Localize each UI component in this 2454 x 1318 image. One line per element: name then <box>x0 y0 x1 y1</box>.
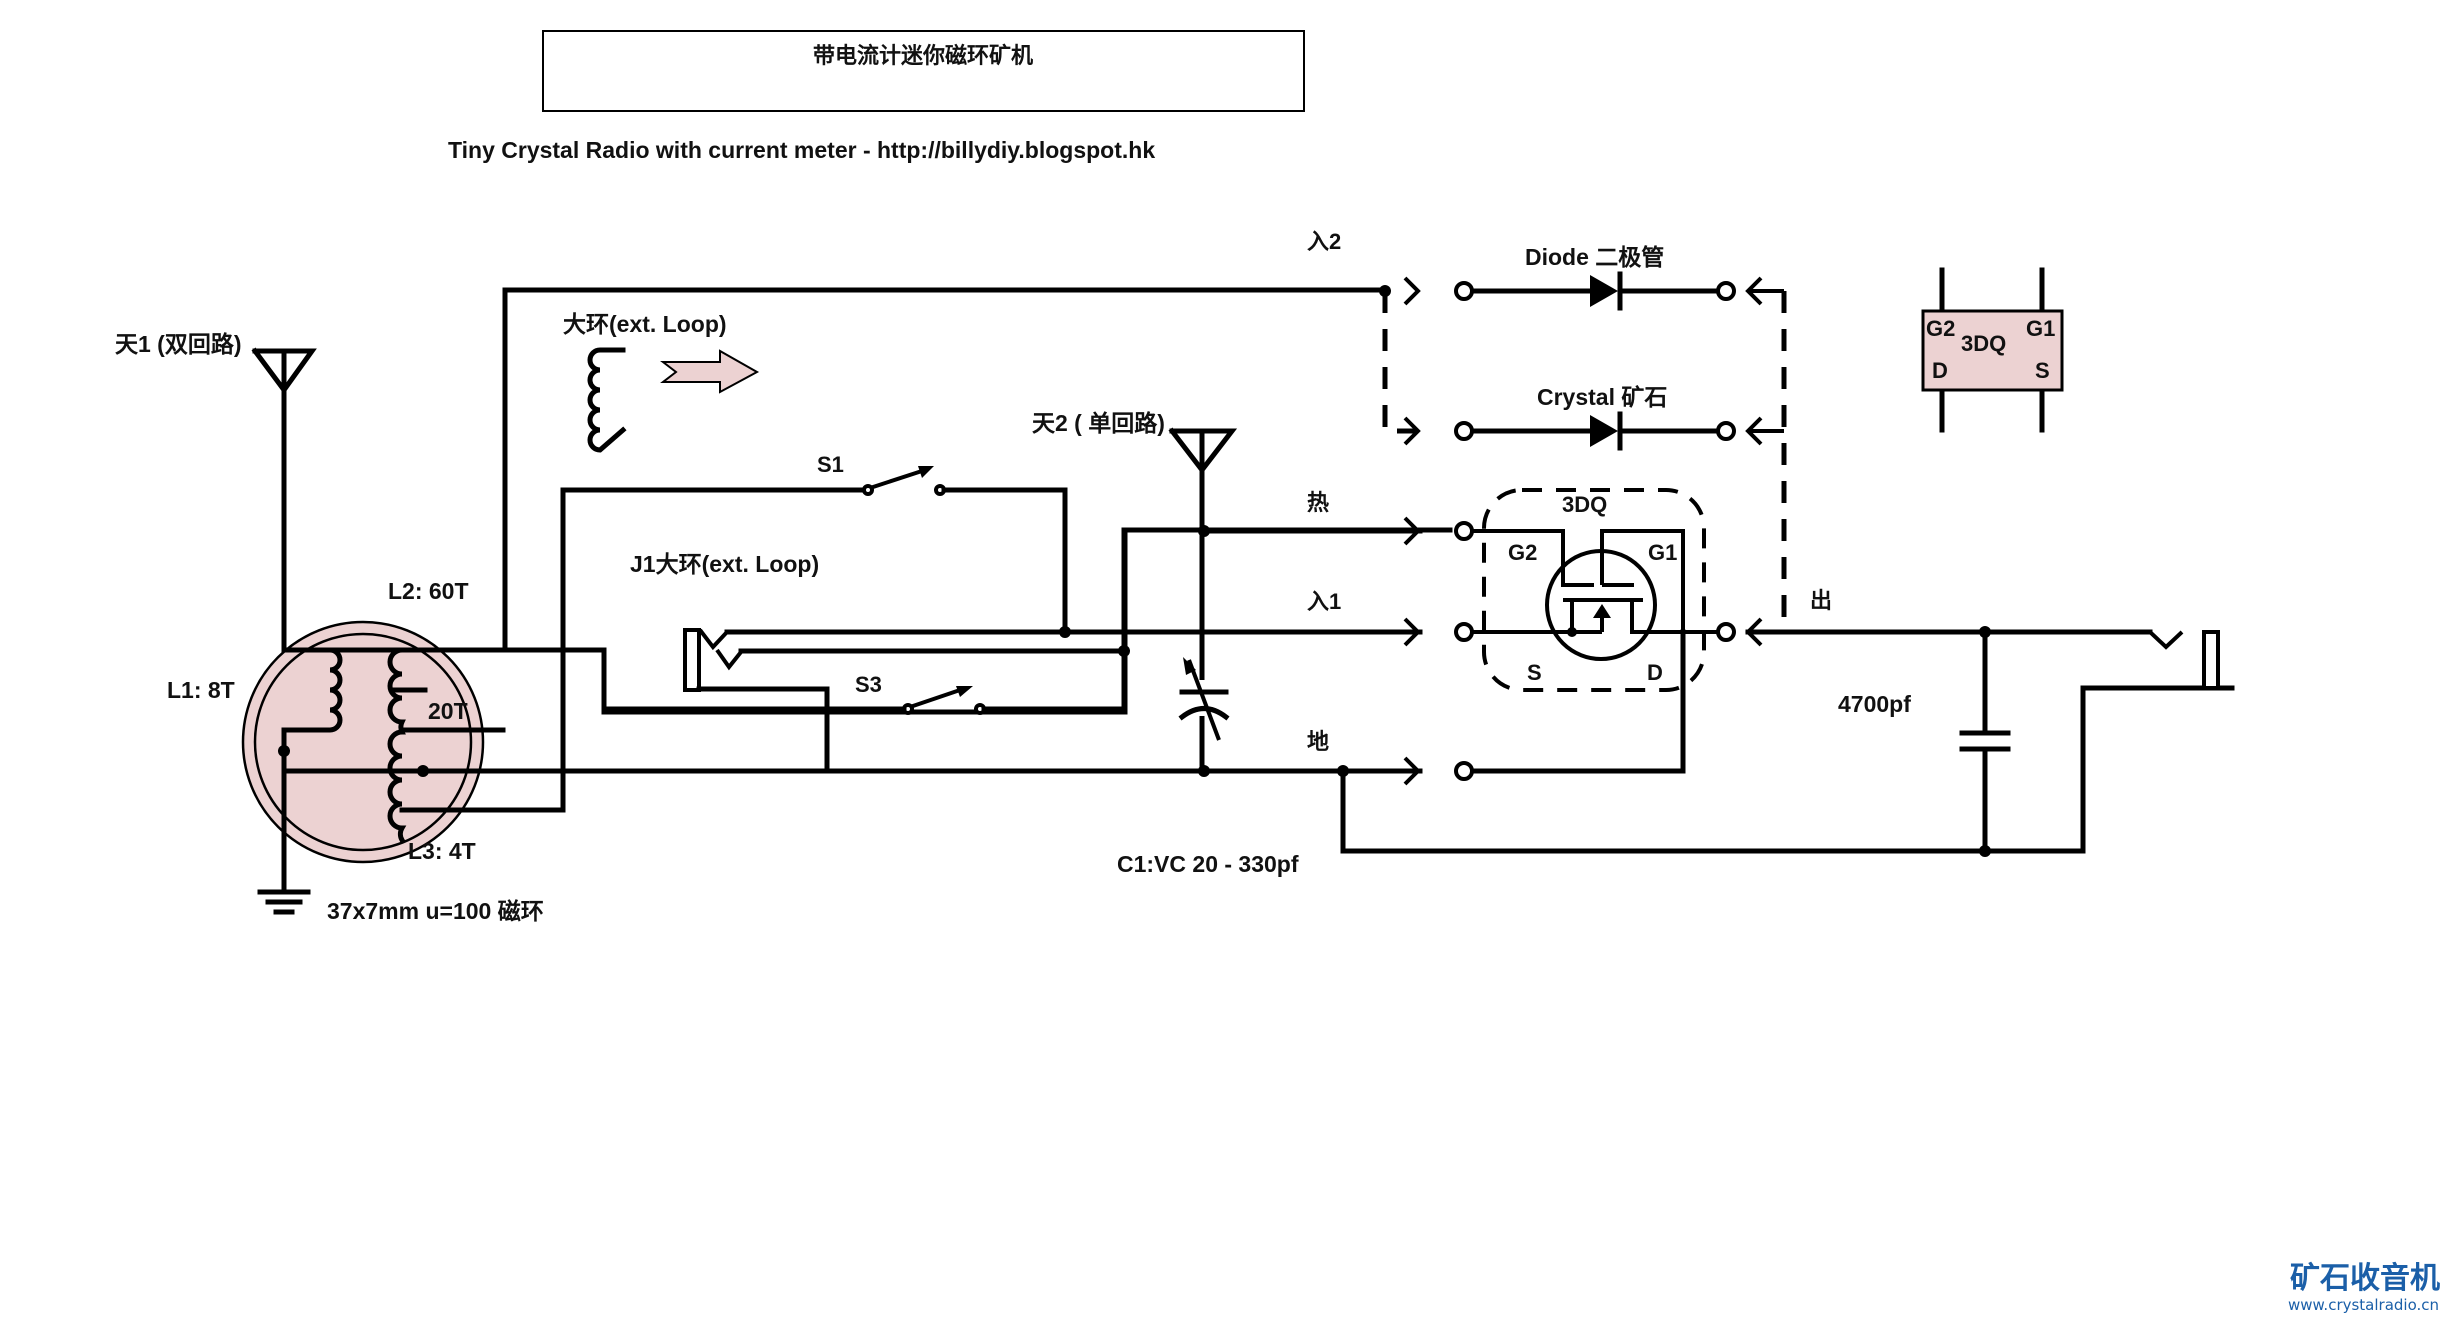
headphone-jack-icon[interactable] <box>2148 630 2220 690</box>
antenna-1-icon <box>251 347 317 653</box>
watermark-cn: 矿石收音机 <box>2290 1261 2440 1296</box>
pinout-s-label: S <box>2035 358 2050 383</box>
port-ground-label: 地 <box>1307 729 1329 754</box>
antenna-2-icon <box>1168 427 1238 774</box>
fet-name-label: 3DQ <box>1562 492 1607 517</box>
switch-s1-icon[interactable] <box>862 466 946 496</box>
fet-g1-label: G1 <box>1648 540 1677 565</box>
diode-label: Diode 二极管 <box>1525 244 1664 270</box>
port-hot-label: 热 <box>1307 490 1329 515</box>
ext-loop-coil-icon <box>587 347 627 453</box>
tap-label: 20T <box>428 698 468 724</box>
jack-j1-icon[interactable] <box>683 628 743 692</box>
arrow-left-1-icon <box>1745 276 1784 306</box>
l1-label: L1: 8T <box>167 677 235 703</box>
port-out-label: 出 <box>1810 588 1832 613</box>
coil-l1-icon <box>281 647 343 733</box>
arrow-in2-icon <box>1403 276 1421 306</box>
arrow-hot-icon <box>1403 516 1421 546</box>
fet-d-label: D <box>1647 660 1663 685</box>
crystal-label: Crystal 矿石 <box>1537 384 1667 410</box>
jack-j1-label: J1大环(ext. Loop) <box>630 551 819 577</box>
port-in2-label: 入2 <box>1307 229 1341 254</box>
fet-pinout-diagram <box>1921 267 2064 433</box>
antenna-1-label: 天1 (双回路) <box>115 331 242 357</box>
output-capacitor-icon[interactable] <box>1959 629 2011 854</box>
crystal-detector-icon[interactable] <box>1454 411 1736 451</box>
antenna-2-label: 天2 ( 单回路) <box>1032 410 1165 436</box>
l3-label: L3: 4T <box>408 838 476 864</box>
pinout-g1-label: G1 <box>2026 316 2055 341</box>
subtitle: Tiny Crystal Radio with current meter - … <box>448 137 1155 163</box>
ferrite-core <box>241 620 485 864</box>
switch-s3-icon[interactable] <box>902 686 986 715</box>
arrow-in1-icon <box>1403 617 1421 647</box>
pinout-name-label: 3DQ <box>1961 331 2006 356</box>
fet-g2-label: G2 <box>1508 540 1537 565</box>
tuning-cap-label: C1:VC 20 - 330pf <box>1117 851 1299 877</box>
switch-s1-label: S1 <box>817 452 844 477</box>
fet-module-outline <box>1482 488 1706 692</box>
l2-label: L2: 60T <box>388 578 469 604</box>
arrow-ground-icon <box>1403 756 1421 786</box>
dual-gate-fet-icon[interactable] <box>1454 521 1736 771</box>
coil-l2-l3-icon <box>387 647 428 844</box>
watermark-url[interactable]: www.crystalradio.cn <box>2288 1296 2439 1314</box>
fet-s-label: S <box>1527 660 1542 685</box>
arrow-right-icon <box>660 349 760 394</box>
arrow-left-2-icon <box>1745 416 1784 446</box>
pinout-d-label: D <box>1932 358 1948 383</box>
variable-capacitor-icon[interactable] <box>1178 657 1230 741</box>
ext-loop-label: 大环(ext. Loop) <box>563 311 727 337</box>
ground-icon <box>257 889 311 915</box>
output-cap-label: 4700pf <box>1838 691 1911 717</box>
switch-s3-label: S3 <box>855 672 882 697</box>
pinout-g2-label: G2 <box>1926 316 1955 341</box>
title-cn: 带电流计迷你磁环矿机 <box>813 43 1033 68</box>
diode-icon[interactable] <box>1454 271 1736 311</box>
title-box <box>542 30 1305 112</box>
core-spec-label: 37x7mm u=100 磁环 <box>327 898 544 924</box>
port-in1-label: 入1 <box>1307 589 1341 614</box>
